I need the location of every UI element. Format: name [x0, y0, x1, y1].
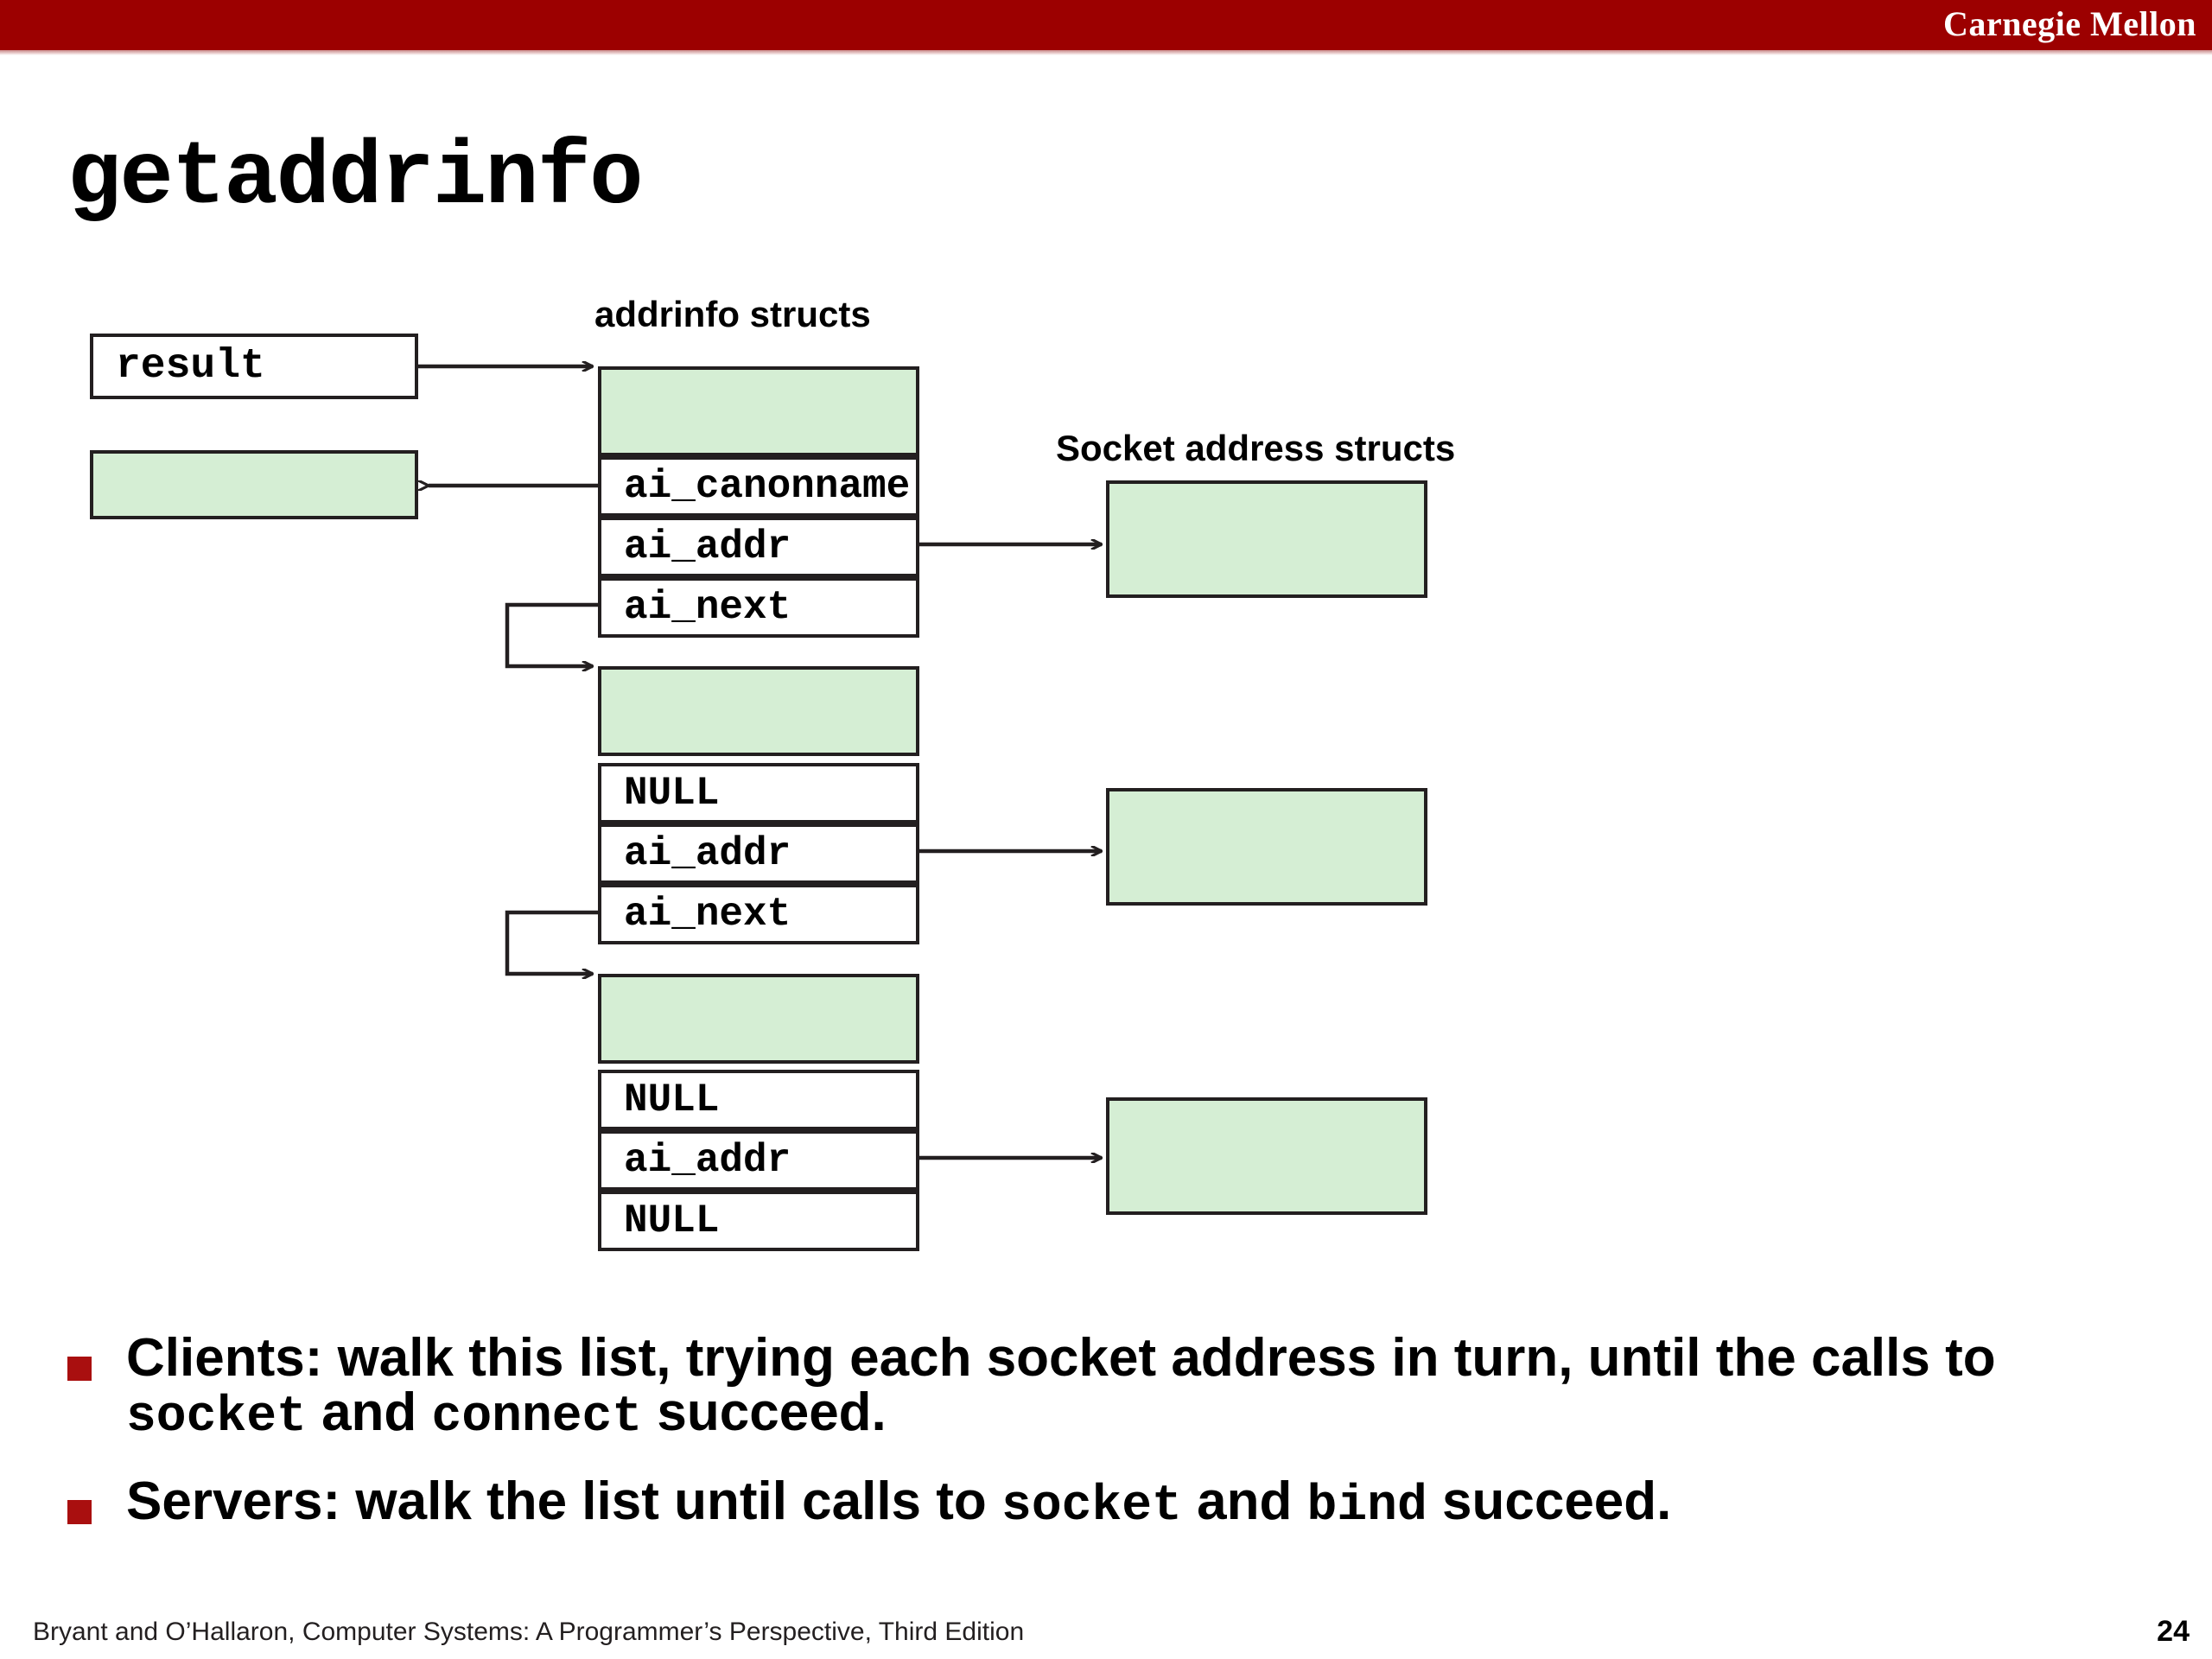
struct-2-field-ai-addr: ai_addr [598, 823, 919, 884]
struct-2-field-null: NULL [598, 763, 919, 823]
canonname-buffer-box [90, 450, 418, 519]
bullet-0-part-4: succeed. [642, 1382, 887, 1443]
bullet-text-servers: Servers: walk the list until calls to so… [126, 1474, 2088, 1532]
carnegie-mellon-logo: Carnegie Mellon [1943, 4, 2196, 43]
struct-1-field-ai-canonname: ai_canonname [598, 456, 919, 517]
bullet-1-part-2: and [1181, 1471, 1307, 1532]
page-title: getaddrinfo [67, 128, 644, 230]
bullet-1-part-3: bind [1306, 1478, 1427, 1535]
bullet-1-part-4: succeed. [1427, 1471, 1672, 1532]
struct-1-field-ai-next: ai_next [598, 577, 919, 638]
bullet-text-clients: Clients: walk this list, trying each soc… [126, 1331, 2088, 1443]
result-variable-box: result [90, 334, 418, 399]
bullet-0-part-0: Clients: walk this list, trying each soc… [126, 1328, 1996, 1388]
bullet-1-part-1: socket [1001, 1478, 1182, 1535]
bullet-0-part-3: connect [431, 1389, 643, 1446]
struct-3-field-null-canonname: NULL [598, 1070, 919, 1130]
struct-3-header-cell [598, 974, 919, 1064]
bullet-0-part-1: socket [126, 1389, 307, 1446]
struct-2-field-ai-next: ai_next [598, 884, 919, 944]
diagram-connector-wires [417, 0, 2212, 1331]
bullet-0-part-2: and [306, 1382, 432, 1443]
socket-address-box-1 [1106, 480, 1427, 598]
socket-address-box-3 [1106, 1097, 1427, 1215]
struct-3-field-ai-addr: ai_addr [598, 1130, 919, 1191]
struct-2-header-cell [598, 666, 919, 756]
addrinfo-linked-list-diagram: addrinfo structs Socket address structs … [90, 0, 2212, 1331]
page-number: 24 [2157, 1615, 2190, 1648]
socket-address-structs-label: Socket address structs [1056, 428, 1456, 468]
bullet-item-clients: Clients: walk this list, trying each soc… [0, 1331, 2212, 1443]
bullet-marker-icon [67, 1500, 92, 1525]
bullet-1-part-0: Servers: walk the list until calls to [126, 1471, 1002, 1532]
struct-1-header-cell [598, 366, 919, 456]
footer-citation: Bryant and O’Hallaron, Computer Systems:… [33, 1618, 1025, 1646]
addrinfo-structs-label: addrinfo structs [594, 294, 871, 334]
struct-3-field-null-next: NULL [598, 1191, 919, 1251]
bullet-list: Clients: walk this list, trying each soc… [0, 1331, 2212, 1533]
header-band [0, 0, 2212, 50]
struct-1-field-ai-addr: ai_addr [598, 517, 919, 577]
bullet-marker-icon [67, 1357, 92, 1381]
bullet-item-servers: Servers: walk the list until calls to so… [0, 1474, 2212, 1532]
header-band-shadow [0, 50, 2212, 55]
socket-address-box-2 [1106, 788, 1427, 906]
